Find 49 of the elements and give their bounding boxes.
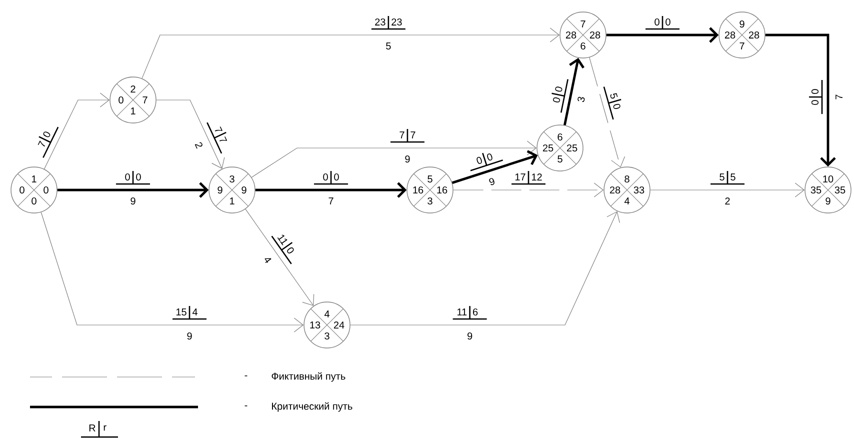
arrow <box>452 150 538 184</box>
edge-label: 2 <box>194 142 202 149</box>
edge-label: 9 <box>130 197 136 205</box>
legend-text: Критический путь <box>272 402 352 412</box>
arrow <box>156 100 225 169</box>
arrow <box>44 92 110 170</box>
reserve-label: 0 0 <box>551 78 569 114</box>
arrow <box>251 140 537 178</box>
reserve-label: 7 0 <box>38 126 59 158</box>
arrow <box>40 212 304 332</box>
reserve-label: 17 12 <box>510 170 546 185</box>
reserve-label: 0 0 <box>808 79 823 115</box>
edge-label: 7 <box>836 94 842 100</box>
legend-text: Фиктивный путь <box>272 372 346 382</box>
reserve-label: 7 7 <box>390 128 426 143</box>
reserve-label: 11 6 <box>452 305 488 320</box>
arrow <box>453 182 604 198</box>
reserve-label: 0 0 <box>313 170 349 185</box>
reserve-label: 0 0 <box>115 170 151 185</box>
edge-label: 9 <box>468 332 472 340</box>
edge-label: 9 <box>187 332 192 340</box>
edge-label: 3 <box>578 96 585 102</box>
arrow <box>563 58 584 126</box>
edge-label: 9 <box>405 155 410 163</box>
arrow <box>255 182 407 198</box>
reserve-label: 5 0 <box>603 86 622 120</box>
arrow <box>650 182 805 198</box>
arrow <box>142 28 560 79</box>
edge-label: 9 <box>489 178 494 186</box>
reserve-label: 15 4 <box>172 305 208 320</box>
arrow <box>57 182 209 198</box>
reserve-label: 11 0 <box>271 234 294 265</box>
edge-label: 5 <box>386 42 391 50</box>
reserve-label: 23 23 <box>370 15 406 30</box>
legend-dash: - <box>244 375 248 376</box>
reserve-label: 0 0 <box>644 15 680 30</box>
reserve-label: 5 5 <box>710 170 746 185</box>
reserve-label: 0 0 <box>470 152 504 172</box>
arrow <box>606 27 719 43</box>
reserve-label: 7 7 <box>206 122 228 154</box>
reserve-key: R r <box>80 420 119 438</box>
arrow <box>765 34 836 167</box>
arrow <box>245 208 314 306</box>
edge-label: 7 <box>328 198 334 204</box>
edge-label: 4 <box>264 258 272 263</box>
arrow <box>350 211 620 326</box>
legend-dash: - <box>244 405 248 406</box>
arrow <box>589 57 626 168</box>
edge-label: 2 <box>725 198 730 204</box>
